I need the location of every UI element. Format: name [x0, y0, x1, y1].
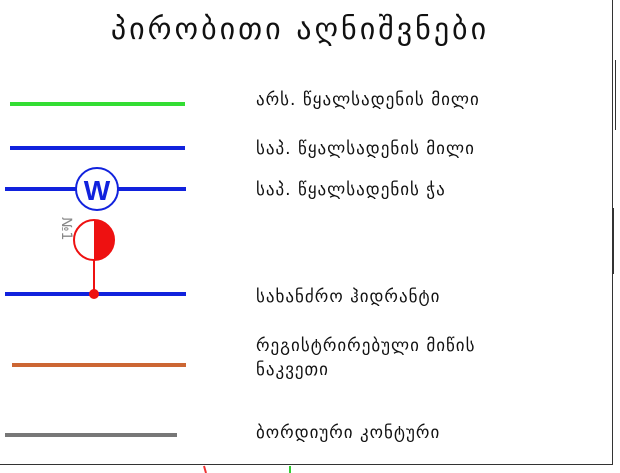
- legend-label-land-parcel: რეგისტრირებული მიწის ნაკვეთი: [256, 336, 476, 380]
- right-edge-mark: [612, 318, 613, 326]
- legend-label-existing-pipe: არს. წყალსადენის მილი: [256, 90, 480, 110]
- right-edge-mark: [613, 208, 614, 274]
- hydrant-node: [89, 289, 99, 299]
- legend-label-well: საპ. წყალსადენის ჭა: [256, 180, 446, 200]
- legend-frame: [0, 0, 613, 465]
- water-well-letter: W: [84, 175, 111, 206]
- right-edge-mark: [615, 60, 616, 130]
- legend-label-hydrant: სახანძრო ჰიდრანტი: [256, 287, 441, 307]
- hydrant-number: №1: [58, 217, 74, 240]
- fire-hydrant-fill: [94, 220, 114, 260]
- legend-label-curb: ბორდიური კონტური: [256, 423, 441, 443]
- water-well-symbol: [75, 167, 119, 211]
- bottom-red-mark: [203, 465, 207, 473]
- legend-label-projected-pipe: საპ. წყალსადენის მილი: [256, 139, 475, 159]
- right-edge-mark: [612, 395, 613, 455]
- legend-title: პირობითი აღნიშვნები: [110, 12, 490, 47]
